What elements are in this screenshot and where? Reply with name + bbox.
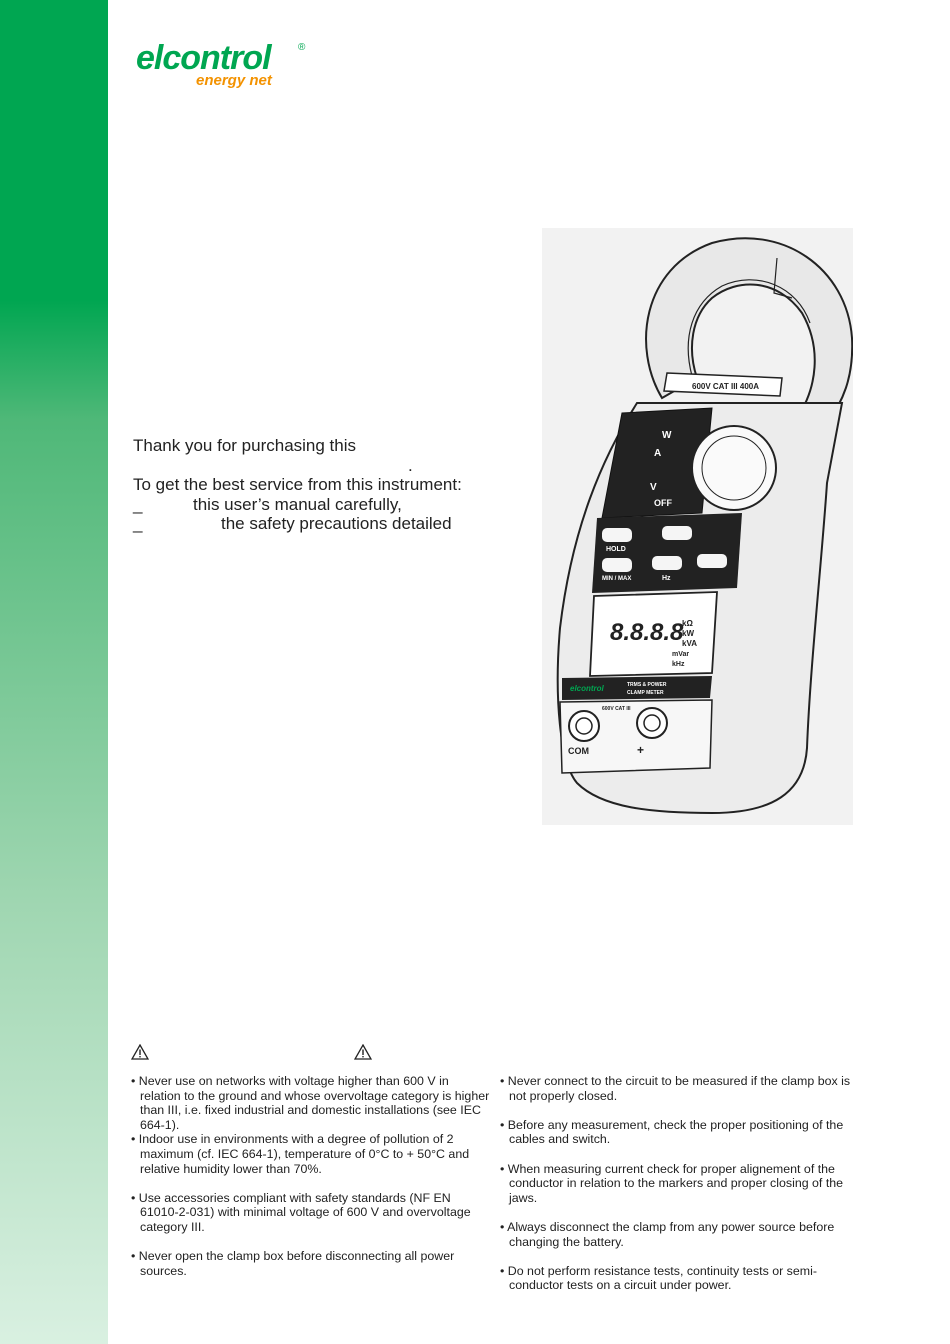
- display-unit-kw: kW: [682, 629, 694, 638]
- brand-tagline: energy net: [196, 72, 272, 89]
- display-unit-kva: kVA: [682, 639, 697, 648]
- badge-brand: elcontrol: [570, 684, 605, 693]
- display-digits: 8.8.8.8: [610, 619, 684, 646]
- safety-item: • Never use on networks with voltage hig…: [131, 1074, 490, 1132]
- panel-label-w: W: [662, 430, 672, 441]
- button-label-hz: Hz: [662, 575, 671, 582]
- warning-icon-2: [354, 1044, 372, 1060]
- panel-label-v: V: [650, 482, 657, 493]
- terminal-com-label: COM: [568, 746, 589, 756]
- intro-text: Thank you for purchasing this . To get t…: [133, 436, 513, 534]
- badge-text-1: TRMS & POWER: [627, 682, 667, 688]
- intro-line-4-text: this user’s manual carefully,: [193, 494, 402, 514]
- terminal-rating: 600V CAT III: [602, 706, 631, 712]
- brand-logo: elcontrol ® energy net: [136, 40, 316, 100]
- button-label-minmax: MIN / MAX: [602, 576, 631, 582]
- safety-item: • Use accessories compliant with safety …: [131, 1190, 471, 1234]
- safety-column-left: • Never use on networks with voltage hig…: [131, 1074, 491, 1278]
- intro-line-1: Thank you for purchasing this: [133, 436, 357, 455]
- display-unit-kohm: kΩ: [682, 619, 693, 628]
- safety-item: • Never connect to the circuit to be mea…: [500, 1074, 851, 1103]
- panel-label-a: A: [654, 448, 661, 459]
- badge-text-2: CLAMP METER: [627, 690, 664, 696]
- warning-icon: [131, 1044, 149, 1060]
- display-unit-khz: kHz: [672, 661, 685, 668]
- device-rating-label: 600V CAT III 400A: [692, 382, 759, 391]
- terminal-plus-label: +: [637, 743, 644, 757]
- intro-line-2: .: [408, 455, 413, 475]
- side-color-bar: [0, 0, 108, 1344]
- intro-line-4: _ this user’s manual carefully,: [133, 495, 513, 515]
- brand-name: elcontrol: [136, 39, 272, 77]
- safety-item: • When measuring current check for prope…: [500, 1161, 844, 1205]
- safety-item: • Indoor use in environments with a degr…: [131, 1132, 470, 1176]
- display-unit-mvar: mVar: [672, 651, 689, 658]
- intro-dash-1: _: [133, 494, 143, 514]
- intro-line-5: _ the safety precautions detailed: [133, 514, 513, 534]
- intro-dash-2: _: [133, 514, 143, 533]
- button-label-hold: HOLD: [606, 546, 626, 553]
- intro-line-3: To get the best service from this instru…: [133, 475, 462, 494]
- safety-column-right: • Never connect to the circuit to be mea…: [500, 1074, 860, 1293]
- safety-item: • Before any measurement, check the prop…: [500, 1117, 844, 1147]
- brand-registered-mark: ®: [298, 42, 306, 53]
- clamp-meter-drawing: 600V CAT III 400A W A V OFF HOLD MIN / M…: [556, 237, 854, 815]
- safety-item: • Never open the clamp box before discon…: [131, 1249, 455, 1278]
- clamp-meter-illustration: 600V CAT III 400A W A V OFF HOLD MIN / M…: [542, 228, 854, 825]
- intro-line-5-text: the safety precautions detailed: [221, 514, 452, 533]
- safety-item: • Always disconnect the clamp from any p…: [500, 1219, 835, 1249]
- safety-item: • Do not perform resistance tests, conti…: [500, 1263, 817, 1293]
- panel-label-off: OFF: [654, 498, 672, 508]
